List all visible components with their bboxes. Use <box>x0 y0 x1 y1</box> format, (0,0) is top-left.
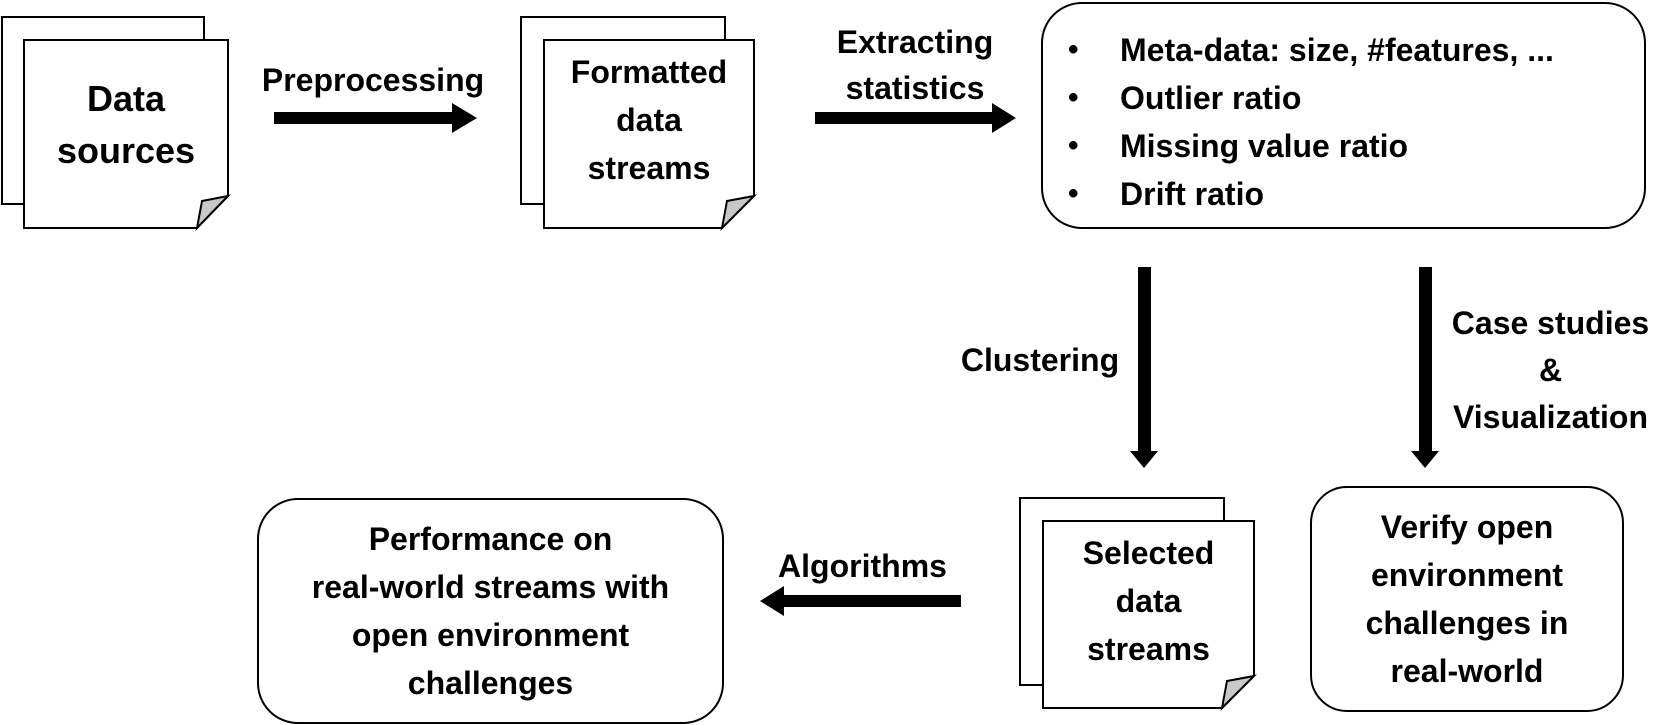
label-line: open environment <box>351 617 630 653</box>
algorithms-edge-label: Algorithms <box>755 546 970 586</box>
clustering-arrow <box>1130 267 1158 468</box>
label-line: data <box>1115 583 1182 619</box>
statistics-list: •Meta-data: size, #features, ... •Outlie… <box>1068 26 1554 218</box>
performance-label: Performance on real-world streams with o… <box>258 513 723 709</box>
clustering-edge-label: Clustering <box>940 340 1140 380</box>
statistics-item: •Outlier ratio <box>1068 80 1302 116</box>
preprocessing-arrow <box>274 103 477 133</box>
label-line: real-world <box>1390 653 1544 689</box>
label-line: Preprocessing <box>261 62 485 98</box>
formatted-streams-node <box>520 16 757 231</box>
label-line: Visualization <box>1452 398 1648 435</box>
label-line: challenges in <box>1365 605 1569 641</box>
case-studies-edge-label: Case studies & Visualization <box>1440 300 1661 440</box>
extracting-arrow <box>815 103 1016 133</box>
label-line: Formatted <box>570 54 728 90</box>
label-line: Performance on <box>368 521 613 557</box>
formatted-streams-label: Formatted data streams <box>544 45 754 195</box>
label-line: sources <box>56 130 196 171</box>
label-line: streams <box>1087 631 1210 667</box>
label-line: data <box>616 102 682 138</box>
label-line: real-world streams with <box>311 569 670 605</box>
verify-label: Verify open environment challenges in re… <box>1311 499 1623 699</box>
label-line: Verify open <box>1380 509 1554 545</box>
label-line: environment <box>1370 557 1564 593</box>
label-line: Extracting <box>836 24 994 60</box>
statistics-item: •Drift ratio <box>1068 176 1264 212</box>
performance-box <box>257 498 724 724</box>
doc-fold-corner <box>720 194 757 231</box>
doc-fold-corner <box>195 194 231 232</box>
statistics-item: •Meta-data: size, #features, ... <box>1068 32 1554 68</box>
selected-streams-label: Selected data streams <box>1043 526 1254 676</box>
label-line: Selected <box>1082 535 1215 571</box>
selected-streams-node <box>1019 497 1257 711</box>
verify-box <box>1310 486 1624 712</box>
doc-fold-corner <box>1220 674 1257 711</box>
label-line: Data <box>86 78 166 119</box>
statistics-item: •Missing value ratio <box>1068 128 1409 164</box>
case-studies-arrow <box>1411 267 1439 468</box>
label-line: challenges <box>407 665 574 701</box>
preprocessing-edge-label: Preprocessing <box>248 60 498 100</box>
data-sources-label: Data sources <box>24 40 228 210</box>
label-line: Case studies <box>1451 304 1650 341</box>
statistics-item-text: Missing value ratio <box>1120 128 1409 164</box>
label-line: streams <box>587 150 711 186</box>
data-sources-node <box>1 16 231 232</box>
label-line: & <box>1538 351 1563 388</box>
label-line: Clustering <box>960 342 1120 378</box>
label-line: statistics <box>845 70 985 106</box>
statistics-item-text: Outlier ratio <box>1120 80 1302 116</box>
extracting-edge-label: Extracting statistics <box>800 20 1030 110</box>
algorithms-arrow <box>760 586 961 616</box>
statistics-item-text: Meta-data: size, #features, ... <box>1120 32 1554 68</box>
label-line: Algorithms <box>778 548 947 584</box>
statistics-item-text: Drift ratio <box>1120 176 1264 212</box>
statistics-box <box>1041 2 1646 229</box>
